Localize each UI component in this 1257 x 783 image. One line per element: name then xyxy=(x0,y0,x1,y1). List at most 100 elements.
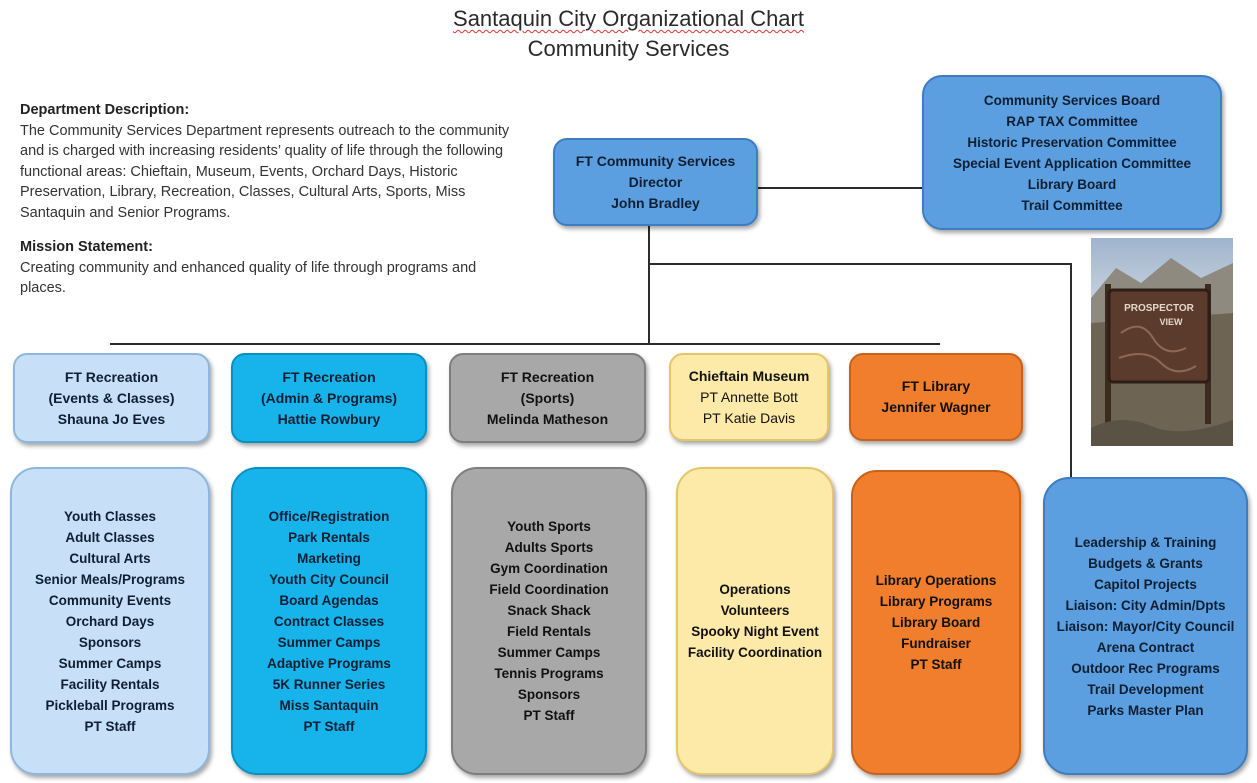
list-item: Senior Meals/Programs xyxy=(34,571,186,587)
list-item: Summer Camps xyxy=(58,655,162,671)
director-duties-box: Leadership & Training Budgets & Grants C… xyxy=(1043,477,1248,775)
list-item: Cultural Arts xyxy=(69,550,151,566)
board-item: RAP TAX Committee xyxy=(1006,113,1138,129)
list-item: Leadership & Training xyxy=(1074,534,1217,550)
division-header-line: Hattie Rowbury xyxy=(277,410,381,427)
list-item: Liaison: Mayor/City Council xyxy=(1056,618,1235,634)
division-header-library: FT Library Jennifer Wagner xyxy=(849,353,1023,441)
list-item: Parks Master Plan xyxy=(1087,702,1204,718)
list-item: 5K Runner Series xyxy=(272,676,386,692)
division-list-admin-programs: Office/Registration Park Rentals Marketi… xyxy=(231,467,427,775)
division-header-line: Jennifer Wagner xyxy=(881,399,991,415)
list-item: Pickleball Programs xyxy=(45,697,175,713)
list-item: Volunteers xyxy=(720,603,790,618)
list-item: Facility Coordination xyxy=(687,645,823,660)
list-item: Summer Camps xyxy=(277,634,381,650)
director-title: FT Community Services xyxy=(575,152,736,169)
list-item: Spooky Night Event xyxy=(691,624,819,639)
list-item: Library Operations xyxy=(875,573,997,588)
board-item: Library Board xyxy=(1027,176,1117,192)
division-header-line: Shauna Jo Eves xyxy=(57,410,166,427)
list-item: Sponsors xyxy=(517,687,581,702)
prospector-view-sign-photo: PROSPECTOR VIEW xyxy=(1091,238,1233,446)
board-item: Trail Committee xyxy=(1021,197,1123,213)
department-description: Department Description: The Community Se… xyxy=(20,100,520,299)
division-list-sports: Youth Sports Adults Sports Gym Coordinat… xyxy=(451,467,647,775)
title-line-2: Community Services xyxy=(527,36,730,61)
chart-title: Santaquin City Organizational Chart Comm… xyxy=(0,4,1257,64)
list-item: Operations xyxy=(719,582,791,597)
connector-to-duties-h xyxy=(648,263,1071,265)
list-item: Library Programs xyxy=(879,594,993,609)
list-item: Park Rentals xyxy=(288,529,370,545)
board-item: Community Services Board xyxy=(983,92,1161,108)
division-list-events-classes: Youth Classes Adult Classes Cultural Art… xyxy=(10,467,210,775)
list-item: Sponsors xyxy=(78,634,142,650)
list-item: Capitol Projects xyxy=(1094,576,1197,592)
list-item: Budgets & Grants xyxy=(1088,555,1203,571)
list-item: Marketing xyxy=(297,550,361,566)
division-header-line: PT Annette Bott xyxy=(700,388,798,405)
list-item: Field Coordination xyxy=(489,582,609,597)
board-item: Historic Preservation Committee xyxy=(967,134,1177,150)
list-item: Gym Coordination xyxy=(490,561,608,576)
title-line-1: Santaquin City Organizational Chart xyxy=(453,6,804,31)
division-header-admin-programs: FT Recreation (Admin & Programs) Hattie … xyxy=(231,353,427,443)
list-item: Trail Development xyxy=(1087,681,1204,697)
list-item: PT Staff xyxy=(910,657,962,672)
division-header-line: (Admin & Programs) xyxy=(260,389,398,406)
list-item: Adaptive Programs xyxy=(267,655,391,671)
division-header-line: FT Library xyxy=(901,378,971,394)
list-item: Community Events xyxy=(48,592,172,608)
list-item: Fundraiser xyxy=(901,636,971,651)
division-header-line: Melinda Matheson xyxy=(486,410,609,427)
list-item: Orchard Days xyxy=(65,613,155,629)
division-header-line: PT Katie Davis xyxy=(702,409,796,426)
description-text: The Community Services Department repres… xyxy=(20,122,510,221)
list-item: PT Staff xyxy=(523,708,575,723)
division-header-events-classes: FT Recreation (Events & Classes) Shauna … xyxy=(13,353,210,443)
mission-text: Creating community and enhanced quality … xyxy=(20,259,477,297)
list-item: Adult Classes xyxy=(65,529,155,545)
division-header-line: FT Recreation xyxy=(64,368,159,385)
list-item: Youth City Council xyxy=(269,571,389,587)
list-item: Outdoor Rec Programs xyxy=(1071,660,1220,676)
division-header-line: FT Recreation xyxy=(282,368,376,385)
list-item: Tennis Programs xyxy=(494,666,604,681)
list-item: Arena Contract xyxy=(1096,639,1195,655)
list-item: Field Rentals xyxy=(506,624,592,639)
board-item: Special Event Application Committee xyxy=(952,155,1192,171)
director-box: FT Community Services Director John Brad… xyxy=(553,138,758,226)
list-item: Youth Sports xyxy=(507,519,591,534)
svg-text:VIEW: VIEW xyxy=(1159,317,1183,327)
division-list-chieftain-museum: Operations Volunteers Spooky Night Event… xyxy=(676,467,834,775)
division-header-line: (Events & Classes) xyxy=(48,389,175,406)
list-item: Contract Classes xyxy=(273,613,385,629)
list-item: PT Staff xyxy=(303,718,355,734)
sign-illustration: PROSPECTOR VIEW xyxy=(1091,258,1233,446)
list-item: Adults Sports xyxy=(504,540,594,555)
boards-committees-box: Community Services Board RAP TAX Committ… xyxy=(922,75,1222,230)
list-item: Library Board xyxy=(891,615,981,630)
list-item: Summer Camps xyxy=(497,645,601,660)
svg-text:PROSPECTOR: PROSPECTOR xyxy=(1124,303,1195,314)
connector-to-duties-v xyxy=(1070,263,1072,478)
connector-director-down xyxy=(648,226,650,344)
division-list-library: Library Operations Library Programs Libr… xyxy=(851,470,1021,775)
list-item: PT Staff xyxy=(84,718,136,734)
list-item: Miss Santaquin xyxy=(279,697,379,713)
list-item: Office/Registration xyxy=(268,508,390,524)
connector-divisions-bar xyxy=(110,343,940,345)
connector-director-board xyxy=(758,187,923,189)
mission-heading: Mission Statement: xyxy=(20,239,153,255)
division-header-line: FT Recreation xyxy=(500,368,595,385)
division-header-line: (Sports) xyxy=(520,389,575,406)
division-header-sports: FT Recreation (Sports) Melinda Matheson xyxy=(449,353,646,443)
list-item: Snack Shack xyxy=(507,603,591,618)
list-item: Facility Rentals xyxy=(60,676,160,692)
division-header-chieftain-museum: Chieftain Museum PT Annette Bott PT Kati… xyxy=(669,353,829,441)
list-item: Youth Classes xyxy=(63,508,157,524)
list-item: Liaison: City Admin/Dpts xyxy=(1065,597,1226,613)
description-heading: Department Description: xyxy=(20,102,190,118)
list-item: Board Agendas xyxy=(279,592,379,608)
